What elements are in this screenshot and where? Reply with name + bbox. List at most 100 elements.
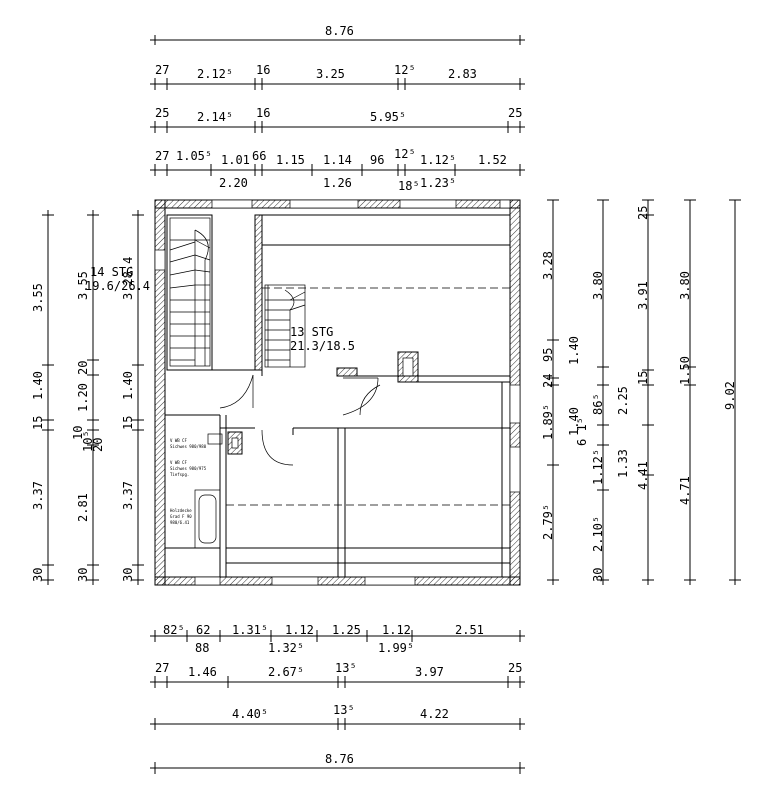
note-4: Sichwes 980/975 xyxy=(170,466,207,471)
dim-right-c2-f: 2.10⁵ xyxy=(591,516,605,552)
top-dimension-chains: 8.76 27 2.12⁵ 16 3.25 12⁵ 2.83 25 2.14⁵ … xyxy=(150,24,525,193)
dim-right-c5-a: 9.02 xyxy=(723,381,737,410)
dim-right-c1-a: 3.28 xyxy=(541,251,555,280)
dim-left-c2-d: 10 xyxy=(71,426,85,440)
dim-right-c4-c: 4.71 xyxy=(678,476,692,505)
stair-left xyxy=(169,217,211,367)
dim-top-r3-a: 25 xyxy=(155,106,169,120)
dim-bot-r3-a: 4.40⁵ xyxy=(232,707,268,721)
dim-left-c1-e: 30 xyxy=(31,568,45,582)
dim-top-r2-d: 3.25 xyxy=(316,67,345,81)
dim-top-r3-b: 2.14⁵ xyxy=(197,110,233,124)
dim-bot-r1-h: 88 xyxy=(195,641,209,655)
dim-top-r2-c: 16 xyxy=(256,63,270,77)
note-7: Grad F 90 xyxy=(170,514,192,519)
dim-bot-r1-e: 1.25 xyxy=(332,623,361,637)
dim-right-c2-d: 6 1⁵ xyxy=(575,417,589,446)
dim-bot-r1-j: 1.99⁵ xyxy=(378,641,414,655)
dim-bot-r2-a: 27 xyxy=(155,661,169,675)
dim-right-c2-g: 30 xyxy=(591,568,605,582)
dim-top-r2-f: 2.83 xyxy=(448,67,477,81)
dim-top-r4-n: 1.23⁵ xyxy=(420,176,456,190)
dim-top-r4-m: 18⁵ xyxy=(398,179,420,193)
dim-top-r4-h: 12⁵ xyxy=(394,147,416,161)
dim-top-r4-i: 1.12⁵ xyxy=(420,153,456,167)
bottom-dimension-chains: 82⁵ 62 1.31⁵ 1.12 1.25 1.12 2.51 88 1.32… xyxy=(150,623,525,774)
dim-top-r4-l: 1.26 xyxy=(323,176,352,190)
dim-bot-r1-i: 1.32⁵ xyxy=(268,641,304,655)
note-6: Holzdecke xyxy=(170,508,192,513)
dim-top-r4-k: 2.20 xyxy=(219,176,248,190)
dim-bot-r1-a: 82⁵ xyxy=(163,623,185,637)
dim-right-c1-c: 1.40 xyxy=(567,336,581,365)
note-8: 980/6.41 xyxy=(170,520,190,525)
dim-bot-r2-b: 1.46 xyxy=(188,665,217,679)
dim-left-c3-a: 3.28.4 xyxy=(121,257,135,300)
dim-top-r4-j: 1.52 xyxy=(478,153,507,167)
stair-center-ratio: 21.3/18.5 xyxy=(290,339,355,353)
wall-internal-center xyxy=(254,214,263,371)
dim-top-r4-d: 66 xyxy=(252,149,266,163)
dim-top-overall: 8.76 xyxy=(325,24,354,38)
stair-center-count: 13 STG xyxy=(290,325,333,339)
dim-left-c1-d: 3.37 xyxy=(31,481,45,510)
dim-right-c3-b: 3.91 xyxy=(636,281,650,310)
dim-right-c2-c: 86⁵ xyxy=(591,393,605,415)
dim-left-c3-d: 3.37 xyxy=(121,481,135,510)
note-1: V WB CF xyxy=(170,438,187,443)
dim-left-c2-g: 2.81 xyxy=(76,493,90,522)
dim-left-c2-h: 30 xyxy=(76,568,90,582)
dim-top-r2-e: 12⁵ xyxy=(394,63,416,77)
dim-right-c4-a: 3.80 xyxy=(678,271,692,300)
dim-left-c3-b: 15 xyxy=(121,416,135,430)
dim-left-c1-b: 1.40 xyxy=(31,371,45,400)
bathtub xyxy=(194,489,221,549)
dim-bot-r2-c: 2.67⁵ xyxy=(268,665,304,679)
dim-left-c2-f: 20 xyxy=(91,438,105,452)
dim-bot-r1-b: 62 xyxy=(196,623,210,637)
dim-bot-r3-b: 13⁵ xyxy=(333,703,355,717)
stair-center xyxy=(264,284,306,368)
sink xyxy=(207,433,223,445)
wall-left xyxy=(154,199,166,586)
dim-top-r2-a: 27 xyxy=(155,63,169,77)
dim-top-r4-c: 1.01 xyxy=(221,153,250,167)
stair-left-ratio: 19.6/26.4 xyxy=(85,279,150,293)
dim-bot-r1-d: 1.12 xyxy=(285,623,314,637)
dim-top-r4-g: 96 xyxy=(370,153,384,167)
wall-internal-short xyxy=(336,367,358,377)
dim-top-r3-c: 16 xyxy=(256,106,270,120)
dim-bot-r2-e: 3.97 xyxy=(415,665,444,679)
dim-left-c2-e: 10⁵ xyxy=(81,430,95,452)
right-dimension-chains: 3.28 95 1.40 24 1.89⁵ 2.79⁵ 3.80 1.40 86… xyxy=(541,199,741,585)
note-5: Tiefspg. xyxy=(170,472,189,477)
dim-right-c2-b: 1.40 xyxy=(567,407,581,436)
dim-bot-r2-f: 25 xyxy=(508,661,522,675)
dim-right-c1-b: 95 xyxy=(541,348,555,362)
door-swings xyxy=(219,374,381,466)
dim-right-c3-a: 25 xyxy=(636,206,650,220)
room-notes: V WB CF Sichwes 980/980 V WB CF Sichwes … xyxy=(170,438,207,525)
dim-right-c1-f: 2.79⁵ xyxy=(541,504,555,540)
dim-top-r3-d: 5.95⁵ xyxy=(370,110,406,124)
dim-bot-r1-c: 1.31⁵ xyxy=(232,623,268,637)
dim-right-c3-d: 2.25 xyxy=(616,386,630,415)
dim-left-c1-a: 3.55 xyxy=(31,283,45,312)
dim-top-r4-e: 1.15 xyxy=(276,153,305,167)
dim-top-r3-e: 25 xyxy=(508,106,522,120)
note-2: Sichwes 980/980 xyxy=(170,444,207,449)
floor-plan: V WB CF Sichwes 980/980 V WB CF Sichwes … xyxy=(85,199,521,586)
dim-right-c3-c: 15 xyxy=(636,371,650,385)
dim-right-c1-d: 24 xyxy=(541,374,555,388)
dim-top-r4-b: 1.05⁵ xyxy=(176,149,212,163)
dim-right-c1-e: 1.89⁵ xyxy=(541,404,555,440)
dim-left-c3-e: 30 xyxy=(121,568,135,582)
note-3: V WB CF xyxy=(170,460,187,465)
dim-right-c4-b: 1.50 xyxy=(678,356,692,385)
dim-right-c2-e: 1.12⁵ xyxy=(591,449,605,485)
dim-bot-r1-f: 1.12 xyxy=(382,623,411,637)
dim-left-c2-a: 3.55 xyxy=(76,271,90,300)
dim-left-c3-c: 1.40 xyxy=(121,371,135,400)
dim-left-c2-c: 1.20 xyxy=(76,383,90,412)
